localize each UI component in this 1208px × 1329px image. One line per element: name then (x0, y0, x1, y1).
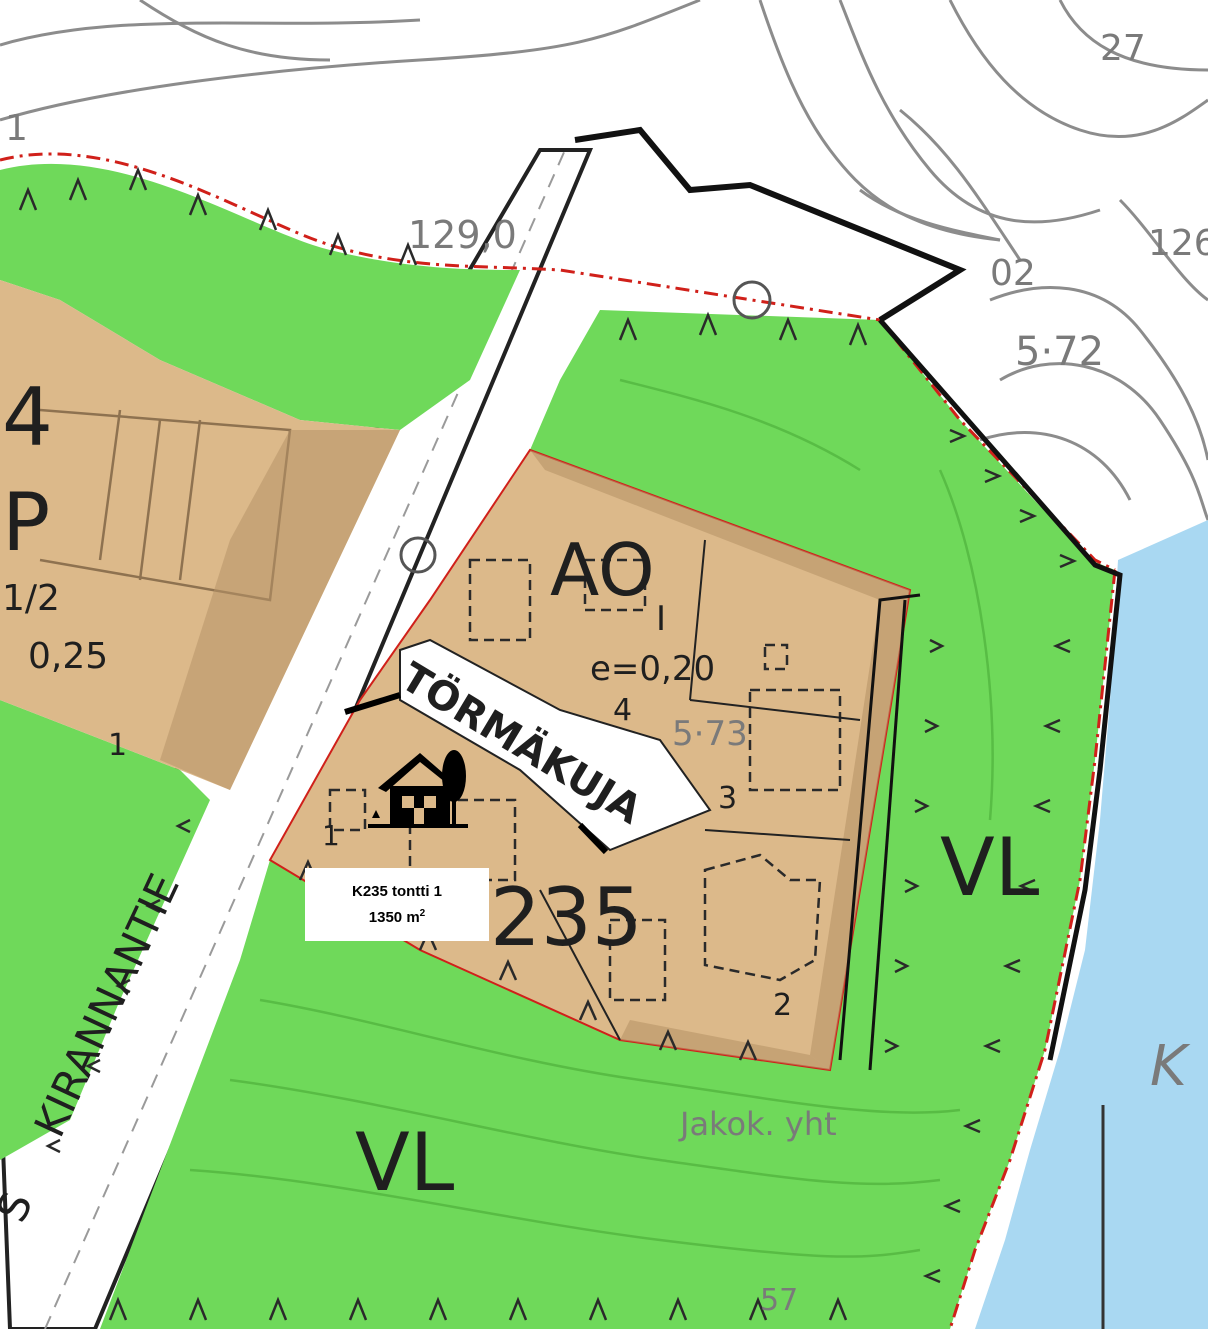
label-left-ratio: 1/2 (2, 578, 60, 619)
contour-lines (0, 0, 1208, 521)
label-left-block-4: 4 (2, 371, 53, 464)
plot-info-box: K235 tontti 1 1350 m2 (305, 868, 489, 941)
label-left-zone-p: P (2, 476, 50, 569)
label-elev-573: 5·73 (672, 714, 748, 754)
label-elev-126: 126 (1148, 223, 1208, 264)
plot-info-title: K235 tontti 1 (351, 882, 442, 900)
label-left-efficiency: 0,25 (28, 636, 108, 677)
plot-info-area: 1350 m2 (368, 907, 426, 926)
label-elev-129: 129,0 (408, 213, 517, 257)
label-efficiency: e=0,20 (590, 649, 715, 689)
plot-area-left (0, 280, 400, 790)
street-tormakuja (399, 638, 712, 852)
label-plot-2: 2 (773, 988, 792, 1023)
label-edge-k: K (1150, 1034, 1191, 1099)
label-plot-3: 3 (718, 781, 737, 816)
label-elev-02: 02 (990, 253, 1036, 294)
park-area-main (100, 310, 1115, 1329)
label-jakok: Jakok. yht (678, 1105, 837, 1143)
water-area (975, 520, 1208, 1329)
label-plot-1: 1 (322, 819, 340, 852)
label-plot-4: 4 (613, 693, 632, 728)
park-area-left (0, 700, 210, 1160)
label-block-235: 235 (490, 871, 643, 964)
label-elev-27: 27 (1100, 28, 1146, 69)
label-floors: I (656, 599, 666, 639)
park-area-top-left (0, 163, 520, 430)
label-park-vl-right: VL (940, 821, 1040, 914)
label-zone-ao: AO (550, 528, 655, 612)
label-left-plot-1: 1 (108, 728, 127, 763)
label-park-vl-bottom: VL (355, 1116, 455, 1209)
label-edge-1: 1 (5, 108, 28, 149)
label-elev-572: 5·72 (1015, 329, 1104, 375)
label-elev-57: 57 (760, 1283, 798, 1318)
house-with-tree-icon (368, 750, 468, 828)
